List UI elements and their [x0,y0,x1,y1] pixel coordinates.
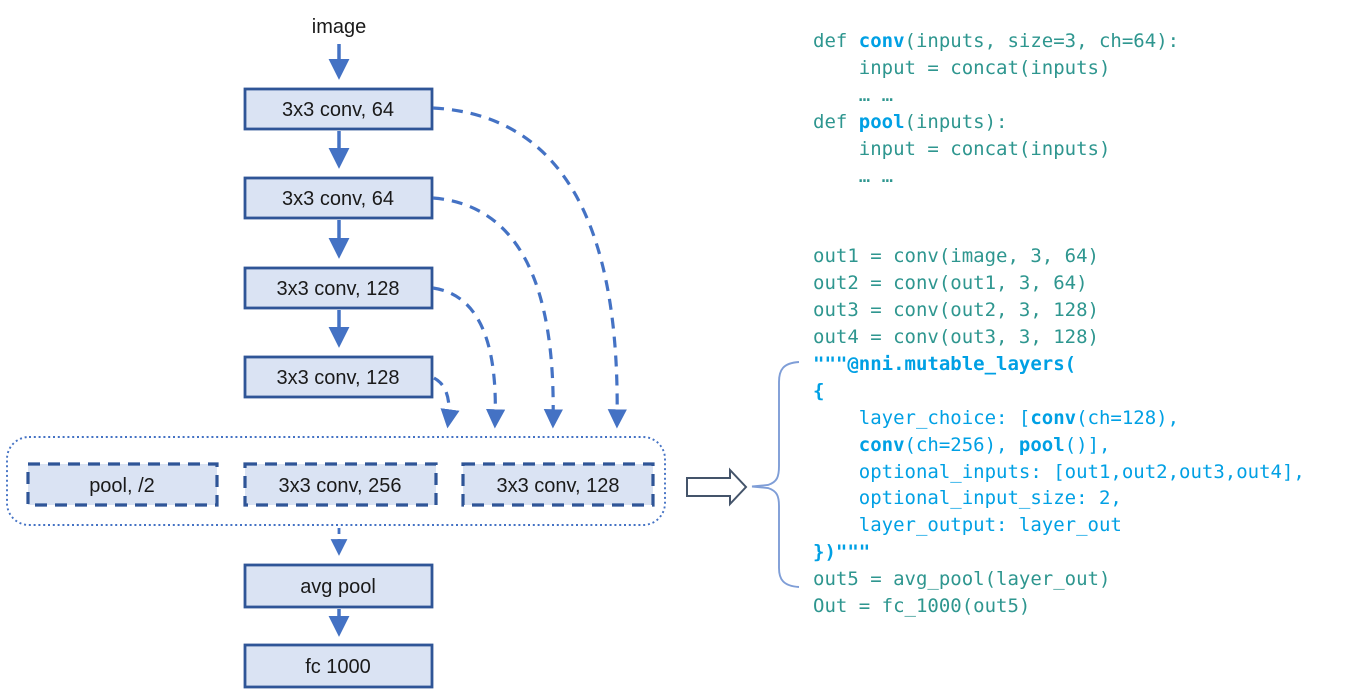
curly-brace-icon [751,361,800,588]
conv4-box: 3x3 conv, 128 [243,355,434,399]
code-segment: … … [813,164,894,187]
code-segment: input = concat(inputs) [813,137,1111,160]
conv3-label: 3x3 conv, 128 [276,278,399,300]
code-line: optional_input_size: 2, [813,485,1305,512]
code-segment: (ch=256), [904,433,1019,456]
code-segment: def [813,110,859,133]
code-line: … … [813,82,1305,109]
code-line [813,216,1305,243]
code-segment: conv [1030,406,1077,429]
conv3-box: 3x3 conv, 128 [243,266,434,310]
code-line: layer_choice: [conv(ch=128), [813,405,1305,432]
code-line: out5 = avg_pool(layer_out) [813,566,1305,593]
fc-box: fc 1000 [243,643,434,689]
choice-conv128-label: 3x3 conv, 128 [496,475,619,497]
conv2-label: 3x3 conv, 64 [282,188,394,210]
choice-conv256-label: 3x3 conv, 256 [278,475,401,497]
code-segment: optional_input_size: 2, [813,487,1122,510]
code-segment: """@nni.mutable_layers( [813,352,1077,375]
code-line: def pool(inputs): [813,109,1305,136]
skip-curve-conv3 [432,286,506,429]
code-line: input = concat(inputs) [813,55,1305,82]
block-arrow-icon [686,467,748,507]
code-line: out3 = conv(out2, 3, 128) [813,297,1305,324]
code-line: })""" [813,539,1305,566]
code-segment: out5 = avg_pool(layer_out) [813,568,1111,591]
code-segment: (inputs, size=3, ch=64): [904,30,1180,52]
code-segment: out2 = conv(out1, 3, 64) [813,272,1088,295]
code-segment: layer_choice: [ [813,406,1031,429]
code-line: { [813,378,1305,405]
code-segment: out1 = conv(image, 3, 64) [813,245,1099,268]
code-line: """@nni.mutable_layers( [813,351,1305,378]
code-segment: out3 = conv(out2, 3, 128) [813,299,1099,322]
code-line: Out = fc_1000(out5) [813,593,1305,620]
skip-curve-conv2 [432,196,563,429]
code-segment: Out = fc_1000(out5) [813,595,1031,618]
choice-conv256-box: 3x3 conv, 256 [243,462,438,507]
code-segment [813,434,859,456]
skip-curve-conv1 [432,106,627,429]
conv4-label: 3x3 conv, 128 [276,367,399,389]
input-label: image [312,16,366,38]
code-line: optional_inputs: [out1,out2,out3,out4], [813,459,1305,486]
conv1-box: 3x3 conv, 64 [243,87,434,131]
conv1-label: 3x3 conv, 64 [282,99,394,121]
code-line: def conv(inputs, size=3, ch=64): [813,28,1305,55]
code-segment: pool [858,110,905,133]
code-segment: { [813,379,825,402]
avg-pool-box: avg pool [243,563,434,609]
code-segment: def [813,30,859,52]
code-segment: input = concat(inputs) [813,56,1111,79]
code-segment: out4 = conv(out3, 3, 128) [813,325,1099,348]
code-line: layer_output: layer_out [813,512,1305,539]
code-line: out4 = conv(out3, 3, 128) [813,324,1305,351]
conv2-box: 3x3 conv, 64 [243,176,434,220]
code-segment: pool [1018,433,1065,456]
code-segment: })""" [813,541,871,564]
code-segment: (inputs): [904,110,1008,133]
skip-curve-conv4 [433,376,460,429]
fc-label: fc 1000 [305,656,371,678]
code-line: … … [813,163,1305,190]
code-segment: conv [858,30,905,52]
mutable-layer-container [6,436,666,526]
choice-pool-label: pool, /2 [89,475,155,497]
code-segment: conv [858,433,905,456]
choice-pool-box: pool, /2 [26,462,219,507]
code-line: conv(ch=256), pool()], [813,432,1305,459]
code-segment: (ch=128), [1076,406,1180,429]
code-line: out2 = conv(out1, 3, 64) [813,270,1305,297]
code-panel: def conv(inputs, size=3, ch=64): input =… [813,28,1305,620]
code-segment: layer_output: layer_out [813,514,1122,537]
architecture-diagram: image 3x3 conv, 64 3x3 conv, 64 3x3 conv… [6,16,800,689]
code-segment: ()], [1064,433,1111,456]
avg-pool-label: avg pool [300,576,376,598]
code-line [813,189,1305,216]
code-segment: … … [813,83,894,106]
code-segment: optional_inputs: [out1,out2,out3,out4], [813,460,1305,483]
choice-conv128-box: 3x3 conv, 128 [461,462,655,507]
code-line: out1 = conv(image, 3, 64) [813,243,1305,270]
code-line: input = concat(inputs) [813,136,1305,163]
